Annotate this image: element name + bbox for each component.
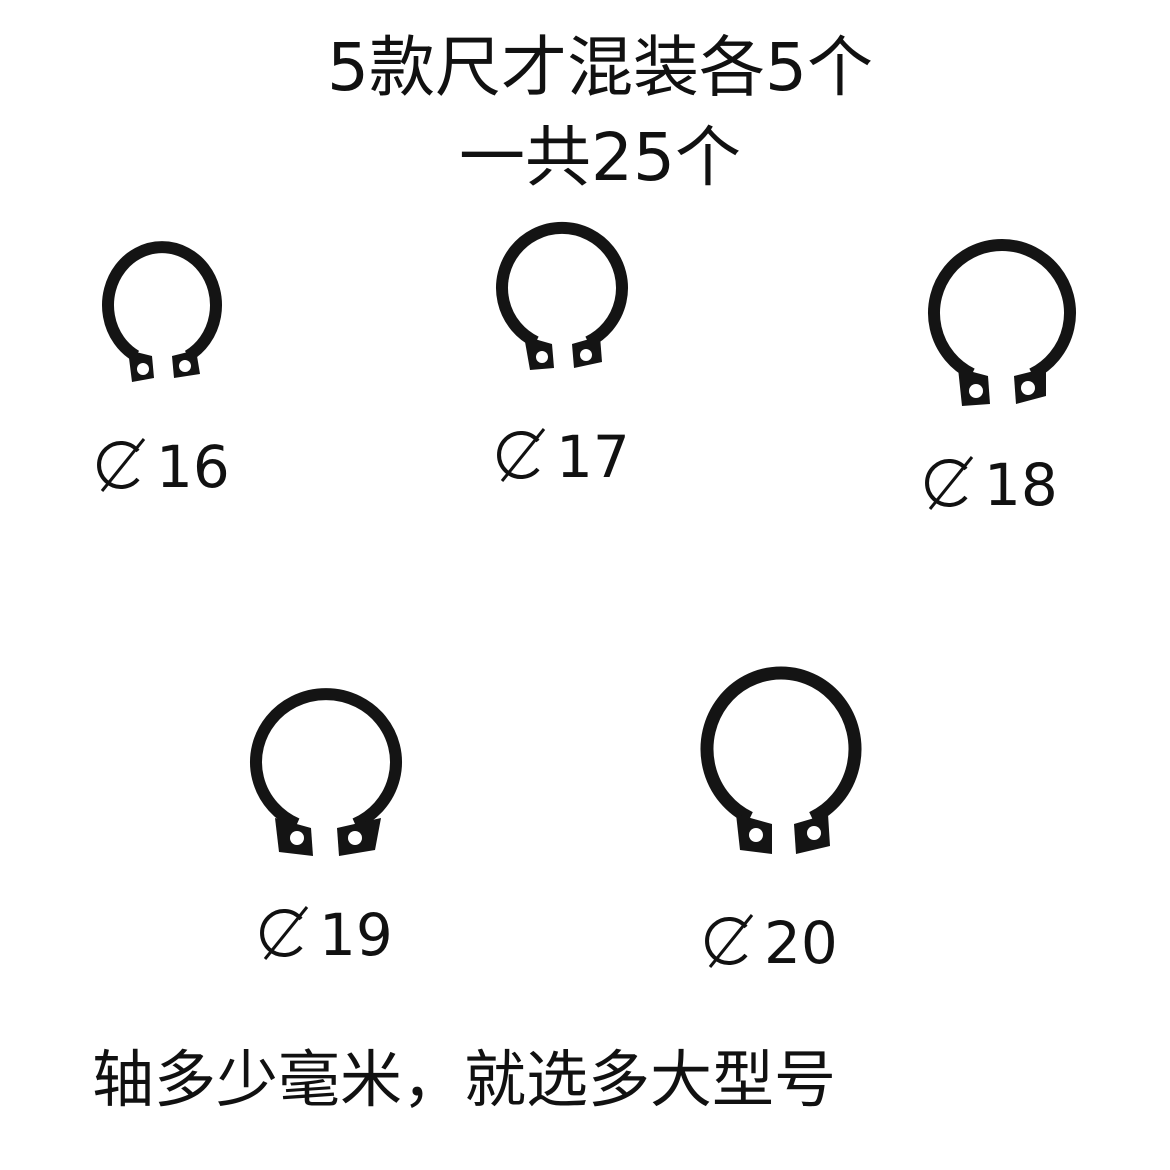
circlip-18-icon [920,238,1080,415]
diameter-icon [255,905,311,961]
footer-note: 轴多少毫米，就选多大型号 [92,1043,837,1116]
title-line-1: 5款尺才混装各5个 [327,29,873,106]
size-label-17: 17 [492,422,630,492]
diameter-value: 16 [156,433,230,501]
diameter-icon [920,455,976,511]
size-label-18: 18 [920,450,1058,520]
diameter-icon [700,913,756,969]
diameter-icon [92,437,148,493]
circlip-17-icon [488,220,638,380]
circlip-16-icon [92,238,232,388]
diameter-value: 18 [984,451,1058,519]
diameter-value: 20 [764,909,838,977]
circlip-19-icon [245,688,405,865]
size-label-19: 19 [255,900,393,970]
size-label-16: 16 [92,432,230,502]
diameter-value: 19 [319,901,393,969]
size-label-20: 20 [700,908,838,978]
diameter-icon [492,427,548,483]
title-line-2: 一共25个 [459,119,741,196]
diameter-value: 17 [556,423,630,491]
circlip-20-icon [700,666,865,863]
